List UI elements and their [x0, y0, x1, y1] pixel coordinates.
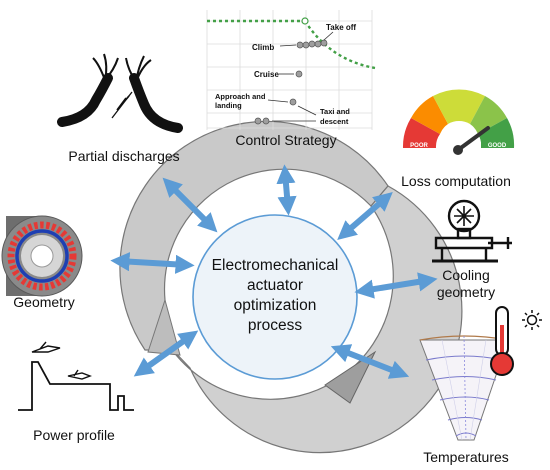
gauge-segment-yellow [433, 89, 485, 124]
graph-grid [206, 10, 373, 130]
phase-cruise: Cruise [254, 70, 279, 79]
center-line-3: optimization [234, 297, 317, 314]
gauge-icon: POOR GOOD [402, 89, 515, 155]
gauge-needle [456, 126, 490, 152]
partial-discharges-label: Partial discharges [68, 148, 179, 164]
arrow-control-strategy [276, 164, 297, 216]
gauge-good-pad [481, 140, 513, 148]
power-profile-label: Power profile [33, 427, 115, 443]
control-strategy-graph: Take off Climb Cruise Approach and landi… [206, 10, 376, 130]
arrow-loss-computation [337, 191, 393, 241]
center-process: Electromechanical actuator optimization … [192, 214, 358, 380]
loss-computation-label: Loss computation [401, 173, 511, 189]
phase-approach-line2: landing [215, 101, 242, 110]
takeoff-marker [301, 17, 309, 25]
arrow-temperatures [330, 344, 410, 379]
phase-take-off: Take off [326, 23, 356, 32]
connector-arrows [110, 164, 438, 379]
phase-taxi-line1: Taxi and [320, 107, 350, 116]
gauge-segment-lightgreen [470, 96, 507, 134]
arrow-cooling-geometry [354, 272, 438, 299]
profile-descent [303, 20, 376, 70]
gauge-good-label: GOOD [488, 143, 507, 149]
temperatures-label: Temperatures [423, 449, 509, 465]
temperature-map-icon [419, 335, 509, 441]
partial-discharges-icon [57, 53, 183, 133]
arrow-partial-discharges [162, 177, 218, 233]
center-line-1: Electromechanical [212, 257, 339, 274]
pump-icon [432, 199, 512, 263]
cooling-geometry-line1: Cooling [442, 267, 489, 283]
arrow-geometry [110, 252, 195, 274]
phase-pointers [267, 31, 334, 122]
gauge-poor-label: POOR [410, 143, 428, 149]
center-line-4: process [248, 317, 303, 334]
gauge-segment-orange [411, 96, 448, 134]
thermometer-icon [490, 306, 514, 376]
operating-points [254, 39, 328, 125]
phase-taxi-line2: descent [320, 117, 349, 126]
gauge-poor-pad [404, 140, 435, 148]
phase-approach-line1: Approach and [215, 92, 266, 101]
sun-icon [522, 310, 542, 330]
arrow-power-profile [133, 330, 199, 377]
gauge-hub [453, 145, 463, 155]
geometry-label: Geometry [13, 294, 74, 310]
cooling-geometry-line2: geometry [437, 284, 495, 300]
power-profile-icon [18, 341, 134, 411]
center-line-2: actuator [247, 277, 303, 294]
geometry-icon [1, 215, 83, 297]
control-strategy-label: Control Strategy [235, 132, 336, 148]
phase-climb: Climb [252, 43, 274, 52]
